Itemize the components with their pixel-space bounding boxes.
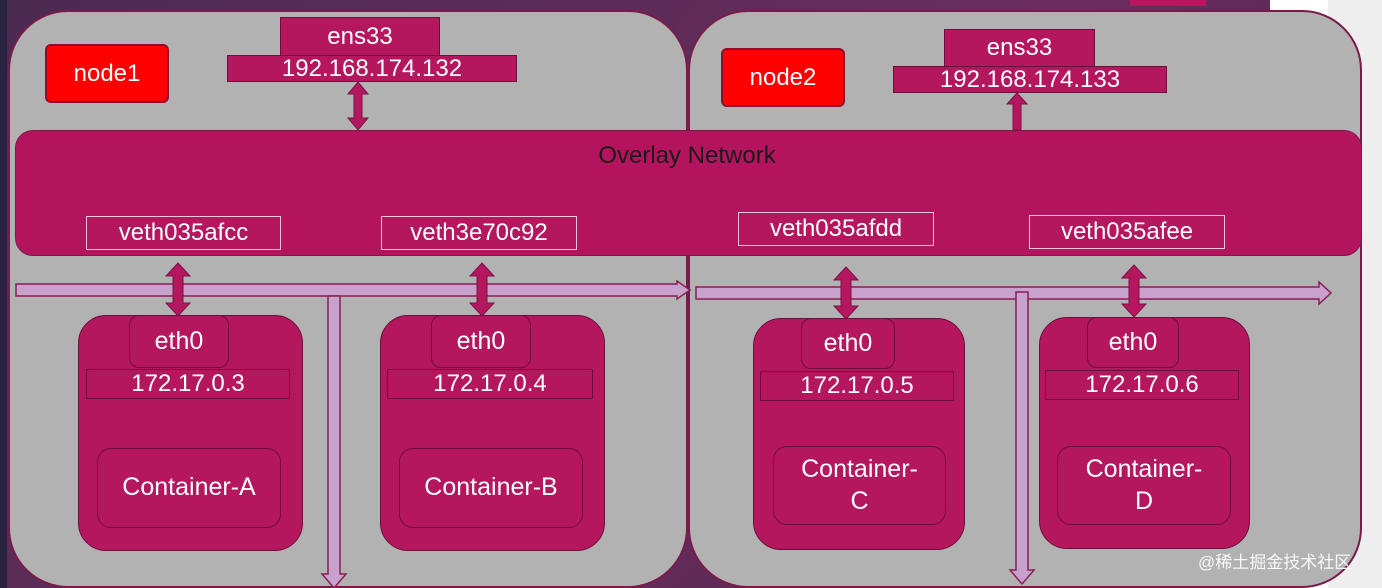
container-d-eth: eth0 <box>1087 317 1179 368</box>
container-d-name: Container- D <box>1057 446 1231 525</box>
node2-ens33-label: ens33 <box>944 29 1095 67</box>
ens33-arrow-node2 <box>1005 92 1029 131</box>
container-d-ip: 172.17.0.6 <box>1045 370 1239 400</box>
bus-arrow-node2 <box>695 280 1333 306</box>
container-a-name: Container-A <box>97 448 281 528</box>
veth-c: veth035afdd <box>738 212 934 246</box>
node2-ens33-ip: 192.168.174.133 <box>893 66 1167 93</box>
veth-b: veth3e70c92 <box>381 216 577 250</box>
container-c-ip: 172.17.0.5 <box>760 371 954 401</box>
container-b-name: Container-B <box>399 448 583 528</box>
container-b-ip: 172.17.0.4 <box>387 369 593 399</box>
watermark: @稀土掘金技术社区 <box>1198 553 1352 572</box>
node1-ens33-label: ens33 <box>280 17 440 56</box>
down-arrow-node2 <box>1008 291 1036 586</box>
container-a-eth: eth0 <box>129 315 229 368</box>
overlay-network-title: Overlay Network <box>598 142 776 169</box>
bus-arrow-node1 <box>15 279 692 301</box>
left-edge <box>0 0 7 588</box>
veth-d: veth035afee <box>1029 215 1225 249</box>
top-accent-square <box>1130 0 1206 6</box>
node2-label: node2 <box>721 48 845 107</box>
ens33-arrow-node1 <box>346 81 370 131</box>
container-a-ip: 172.17.0.3 <box>86 369 290 399</box>
node1-label: node1 <box>45 44 169 103</box>
node1-ens33-ip: 192.168.174.132 <box>227 55 517 82</box>
container-c-name: Container- C <box>773 446 946 525</box>
veth-a: veth035afcc <box>86 216 281 250</box>
down-arrow-node1 <box>320 295 348 588</box>
container-b-eth: eth0 <box>431 315 531 368</box>
container-c-eth: eth0 <box>801 318 895 369</box>
